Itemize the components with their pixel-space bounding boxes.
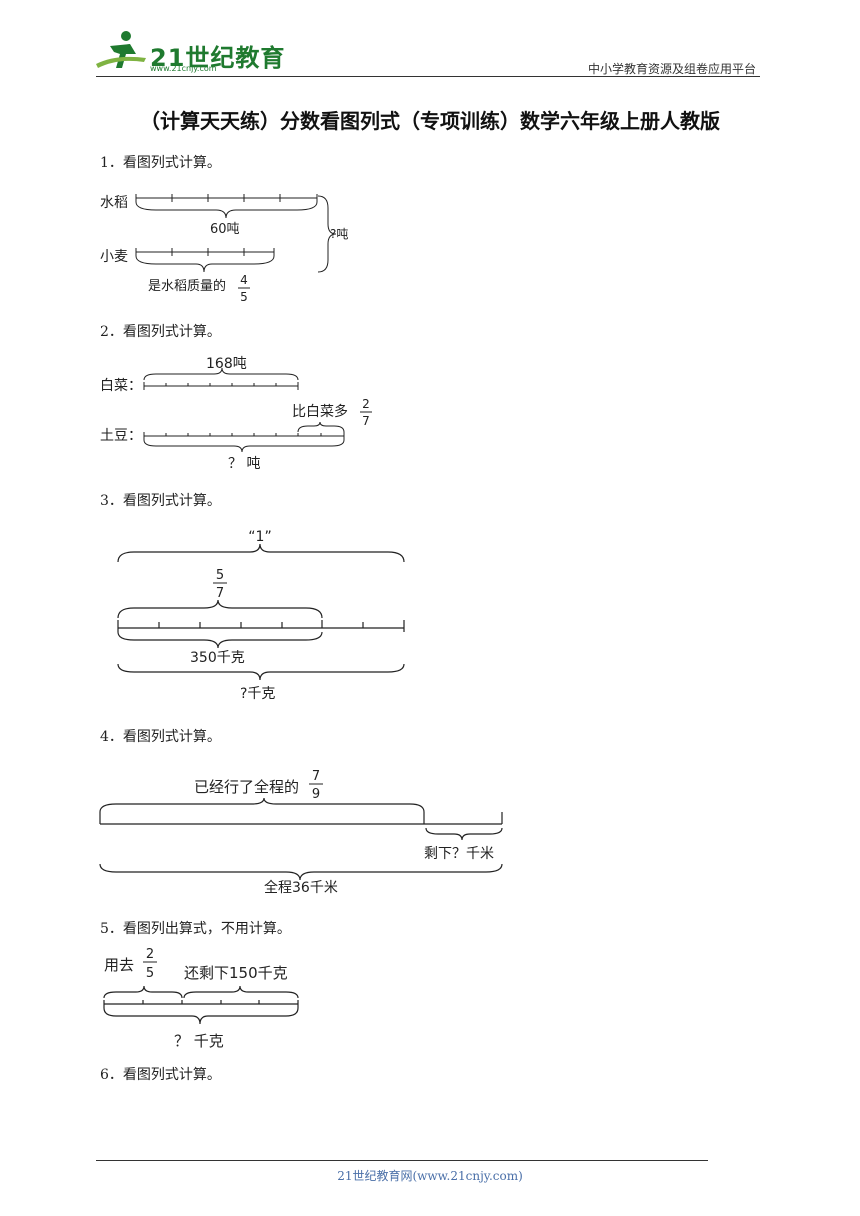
question-2-label: 2．看图列式计算。 bbox=[100, 324, 221, 340]
q2-fraction-num: 2 bbox=[362, 397, 370, 411]
question-1-label: 1．看图列式计算。 bbox=[100, 155, 221, 171]
header-divider bbox=[96, 76, 760, 77]
q2-potato-bar bbox=[143, 421, 345, 453]
runner-logo-icon bbox=[96, 31, 146, 68]
page-title: （计算天天练）分数看图列式（专项训练）数学六年级上册人教版 bbox=[140, 109, 720, 133]
q5-remain: 还剩下150千克 bbox=[184, 964, 288, 982]
q5-fraction-den: 5 bbox=[146, 966, 154, 981]
footer-divider bbox=[96, 1160, 708, 1161]
q5-fraction-num: 2 bbox=[146, 947, 154, 962]
q3-fraction-den: 7 bbox=[216, 586, 224, 601]
question-1-diagram: 水稻 60吨 小麦 ?吨 是水稻质量的 4 5 bbox=[100, 194, 348, 304]
q2-row1-value: 168吨 bbox=[206, 356, 247, 372]
q1-fraction-num: 4 bbox=[240, 273, 248, 287]
question-5-label: 5．看图列出算式，不用计算。 bbox=[100, 921, 291, 937]
logo bbox=[96, 28, 266, 74]
q5-used: 用去 bbox=[104, 956, 134, 974]
q3-total: ?千克 bbox=[240, 686, 275, 702]
q3-part: 350千克 bbox=[190, 650, 245, 666]
q3-top: “1” bbox=[248, 529, 271, 545]
question-2-diagram: 168吨 白菜： 比白菜多 2 7 土豆： ？ 吨 bbox=[100, 356, 372, 472]
q5-braces bbox=[103, 985, 299, 1025]
q1-row2-label: 小麦 bbox=[100, 249, 128, 265]
q1-row1-label: 水稻 bbox=[100, 195, 128, 211]
q4-total: 全程36千米 bbox=[264, 879, 338, 896]
question-4-label: 4．看图列式计算。 bbox=[100, 729, 221, 745]
question-4-diagram: 已经行了全程的 7 9 剩下？千米 全程36千米 bbox=[99, 769, 503, 896]
q3-fraction-num: 5 bbox=[216, 568, 224, 583]
q2-note: 比白菜多 bbox=[292, 403, 348, 420]
footer-text: 21世纪教育网(www.21cnjy.com) bbox=[337, 1169, 523, 1183]
q4-remain: 剩下？千米 bbox=[424, 846, 494, 862]
q4-fraction-num: 7 bbox=[312, 769, 320, 784]
q2-fraction-den: 7 bbox=[362, 414, 370, 428]
q1-fraction-den: 5 bbox=[240, 290, 248, 304]
q1-wheat-bar bbox=[135, 195, 337, 273]
q4-fraction-den: 9 bbox=[312, 787, 320, 802]
q5-total: ？ 千克 bbox=[174, 1032, 224, 1050]
q2-row2-label: 土豆： bbox=[100, 428, 142, 444]
question-3-diagram: “1” 5 7 350千克 ?千克 bbox=[117, 529, 405, 702]
q4-note: 已经行了全程的 bbox=[194, 778, 299, 796]
q1-rice-bar bbox=[135, 194, 318, 219]
q2-total: ？ 吨 bbox=[228, 456, 260, 472]
question-5-diagram: 用去 2 5 还剩下150千克 ？ 千克 bbox=[103, 947, 299, 1050]
logo-text: 21世纪教育 bbox=[150, 44, 286, 72]
question-3-label: 3．看图列式计算。 bbox=[100, 493, 221, 509]
q2-row1-label: 白菜： bbox=[100, 378, 142, 394]
q2-cabbage-bar bbox=[143, 367, 299, 390]
q1-row1-value: 60吨 bbox=[210, 222, 240, 237]
q1-row2-note: 是水稻质量的 bbox=[148, 278, 226, 294]
q3-braces bbox=[117, 543, 405, 681]
q1-total: ?吨 bbox=[330, 227, 348, 241]
header-platform-text: 中小学教育资源及组卷应用平台 bbox=[587, 62, 756, 76]
q4-braces bbox=[99, 797, 503, 881]
question-6-label: 6．看图列式计算。 bbox=[100, 1067, 221, 1083]
logo-url: www.21cnjy.com bbox=[150, 64, 217, 73]
